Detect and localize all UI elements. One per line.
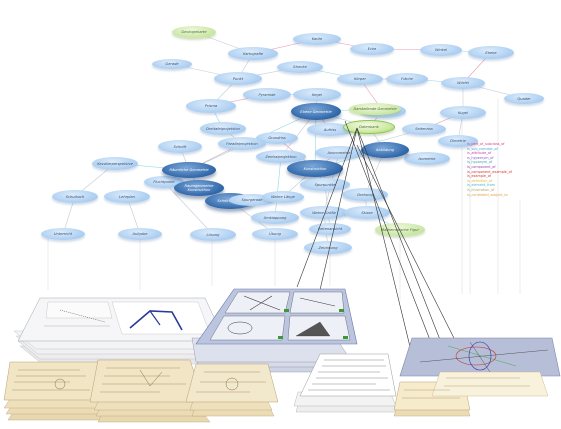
legend-item: is_hypernym_of bbox=[467, 155, 494, 160]
graph-node[interactable]: Konstruktion bbox=[287, 160, 343, 177]
graph-node[interactable]: Fläche bbox=[386, 73, 428, 85]
graph-node[interactable]: Umklappung bbox=[251, 211, 299, 224]
handwritten-pages-stack bbox=[3, 359, 279, 423]
graph-node[interactable]: Räumliche Geometrie bbox=[162, 162, 216, 178]
graph-node[interactable]: Darstellende Geometrie bbox=[349, 103, 401, 115]
graph-node[interactable]: Seitenriss bbox=[402, 123, 446, 135]
graph-node[interactable]: Winkel bbox=[420, 44, 462, 56]
graph-node[interactable]: Quader bbox=[504, 93, 544, 104]
graph-node[interactable]: Würfel bbox=[441, 77, 485, 89]
handwritten-notes-stack bbox=[393, 371, 549, 417]
graph-node[interactable]: Dreitafelprojektion bbox=[200, 122, 246, 135]
graph-node[interactable]: Wahre Länge bbox=[262, 191, 304, 203]
graph-node[interactable]: Ebene Geometrie bbox=[291, 103, 341, 120]
graph-node[interactable]: Schulbuch bbox=[52, 190, 98, 203]
graph-node[interactable]: Raumgeometrie Konstruktion bbox=[174, 180, 224, 196]
graph-node[interactable]: Schnitt bbox=[158, 140, 202, 153]
graph-edge bbox=[274, 156, 282, 218]
graph-node[interactable]: Zeichnung bbox=[304, 241, 352, 254]
graph-node[interactable]: Aufriss bbox=[307, 123, 353, 136]
graph-node[interactable]: Kante bbox=[293, 33, 341, 45]
legend-item: is_definition_of bbox=[467, 178, 493, 183]
graph-node[interactable]: Zentralprojektion bbox=[256, 150, 306, 163]
graph-node[interactable]: Ebene bbox=[468, 46, 514, 59]
graph-node[interactable]: Kavalierperspektive bbox=[92, 157, 138, 170]
projection-lines bbox=[296, 120, 471, 379]
graph-node[interactable]: Parallelprojektion bbox=[218, 137, 266, 150]
graph-node[interactable]: Gerade bbox=[152, 59, 192, 69]
graph-node[interactable]: Geologiekarte bbox=[172, 26, 216, 38]
graph-node[interactable]: Pyramide bbox=[243, 88, 291, 101]
graph-node[interactable]: Ecke bbox=[350, 43, 394, 55]
graph-node[interactable]: Spurpunkte bbox=[300, 178, 350, 191]
graph-node[interactable]: Mathematische Figur bbox=[375, 223, 425, 236]
graph-node[interactable]: Prisma bbox=[186, 99, 236, 113]
graph-edge bbox=[163, 181, 214, 235]
graph-node[interactable]: Lösung bbox=[190, 228, 236, 241]
graph-node[interactable]: Dimetrie bbox=[438, 135, 478, 147]
printed-page-stack bbox=[293, 353, 399, 413]
legend-item: is_illustration_of bbox=[467, 187, 495, 192]
screenshot-stack bbox=[13, 297, 226, 365]
legend-item: is_example_of bbox=[467, 174, 491, 179]
legend-item: is_attribute_of bbox=[467, 151, 492, 156]
legend-item: is_part_of_subclass_of bbox=[467, 142, 505, 146]
graph-node[interactable]: Kartografie bbox=[228, 47, 278, 60]
graph-node[interactable]: Körper bbox=[337, 73, 383, 85]
graph-node[interactable]: Punkt bbox=[214, 72, 262, 85]
graph-node[interactable]: Seitenansicht bbox=[309, 223, 351, 235]
legend-item: is_sub_concept_of bbox=[467, 146, 498, 151]
legend-item: is_component_of bbox=[467, 164, 496, 169]
graph-node[interactable]: Axonometrie bbox=[315, 146, 363, 159]
graph-node[interactable]: Wahre Größe bbox=[300, 206, 348, 219]
slides-stack bbox=[191, 288, 358, 373]
graph-node[interactable]: Grundriss bbox=[256, 132, 298, 144]
geometry-slide bbox=[399, 337, 561, 377]
graph-node[interactable]: Drehung bbox=[342, 188, 388, 201]
legend-item: is_element_from bbox=[467, 183, 495, 188]
graph-edge bbox=[314, 111, 317, 169]
graph-node[interactable]: Kugel bbox=[440, 106, 486, 119]
graph-node[interactable]: Lehrplan bbox=[104, 190, 150, 203]
graph-node[interactable]: Isometrie bbox=[404, 152, 450, 165]
graph-node[interactable]: Kegel bbox=[293, 88, 341, 101]
graph-node[interactable]: Abbildung bbox=[361, 142, 409, 158]
legend-item: is_correlated_subject_to bbox=[467, 192, 508, 197]
legend-item: is_component_example_of bbox=[467, 169, 512, 174]
legend-item: is_hyponym_of bbox=[467, 160, 493, 165]
graph-node[interactable]: Übung bbox=[252, 228, 298, 240]
graph-node[interactable]: Aufgabe bbox=[118, 228, 162, 240]
graph-node[interactable]: Unterricht bbox=[41, 228, 85, 240]
graph-node[interactable]: Strecke bbox=[277, 61, 323, 73]
